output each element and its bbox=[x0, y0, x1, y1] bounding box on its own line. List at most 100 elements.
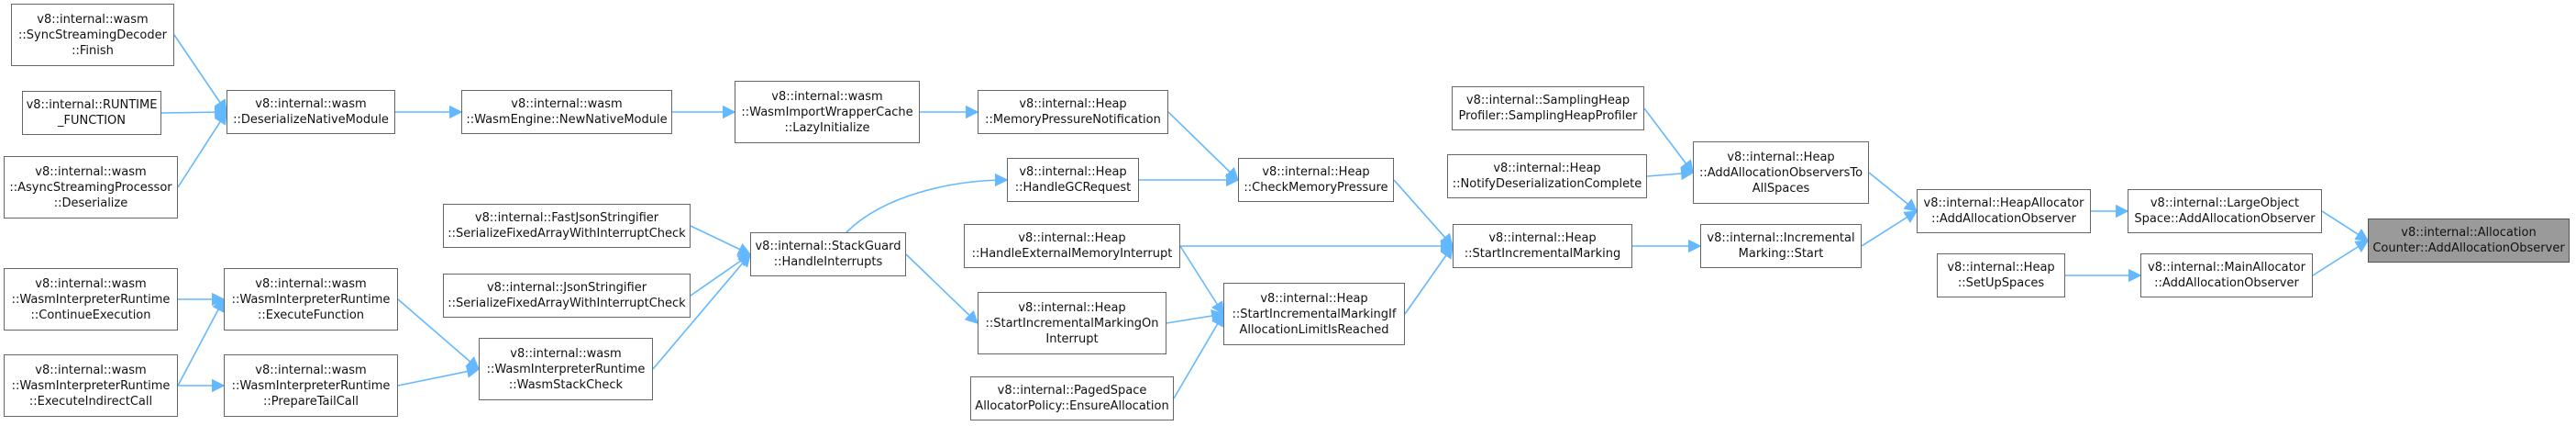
node-prepare-tail-call[interactable]: v8::internal::wasm::WasmInterpreterRunti… bbox=[224, 354, 398, 417]
node-label-line: ::SyncStreamingDecoder bbox=[18, 28, 167, 42]
node-label-line: v8::internal::Heap bbox=[1727, 150, 1835, 164]
node-label-line: v8::internal::wasm bbox=[255, 363, 367, 377]
edge-memory_pressure-to-check_memory bbox=[1167, 111, 1240, 182]
edge-sampling_profiler-to-add_observers_all bbox=[1643, 107, 1694, 174]
node-label-line: v8::internal::JsonStringifier bbox=[486, 281, 647, 295]
node-new-native-module[interactable]: v8::internal::wasm::WasmEngine::NewNativ… bbox=[461, 90, 672, 134]
node-json-stringifier[interactable]: v8::internal::JsonStringifier::Serialize… bbox=[443, 274, 691, 318]
node-runtime-function[interactable]: v8::internal::RUNTIME_FUNCTION bbox=[22, 91, 161, 135]
node-label-line: v8::internal::wasm bbox=[35, 363, 147, 377]
node-label-line: ::AddAllocationObserver bbox=[1931, 212, 2076, 226]
node-label-line: v8::internal::Allocation bbox=[2401, 226, 2537, 240]
edge-wasm_stack_check-to-stack_guard bbox=[652, 252, 751, 370]
node-label-line: ::Finish bbox=[72, 43, 114, 58]
node-continue-execution[interactable]: v8::internal::wasm::WasmInterpreterRunti… bbox=[4, 268, 178, 331]
edge-incr_marking_start-to-heap_allocator bbox=[1861, 210, 1918, 247]
node-label-line: v8::internal::RUNTIME bbox=[26, 98, 158, 112]
node-label-line: Interrupt bbox=[1045, 331, 1099, 346]
node-label-line: ::WasmEngine::NewNativeModule bbox=[466, 113, 668, 127]
node-label-line: v8::internal::wasm bbox=[255, 276, 367, 291]
edge-check_memory-to-start_incremental bbox=[1393, 179, 1454, 248]
node-label-line: v8::internal::SamplingHeap bbox=[1465, 94, 1631, 107]
node-label-line: v8::internal::Heap bbox=[1018, 300, 1126, 315]
edge-async_deserialize-to-deserialize_native bbox=[177, 110, 227, 188]
node-label-line: v8::internal::MainAllocator bbox=[2148, 261, 2305, 275]
node-lazy-initialize[interactable]: v8::internal::wasm::WasmImportWrapperCac… bbox=[735, 81, 920, 143]
node-label-line: ::LazyInitialize bbox=[784, 120, 870, 135]
node-notify-deserialization[interactable]: v8::internal::Heap::NotifyDeserializatio… bbox=[1447, 154, 1647, 198]
node-handle-gc[interactable]: v8::internal::Heap::HandleGCRequest bbox=[1007, 158, 1139, 202]
node-handle-external-memory[interactable]: v8::internal::Heap::HandleExternalMemory… bbox=[964, 224, 1180, 268]
edge-start_if_limit-to-start_incremental bbox=[1404, 244, 1454, 315]
node-label-line: v8::internal::wasm bbox=[511, 97, 623, 111]
edge-runtime_function-to-deserialize_native bbox=[160, 105, 228, 119]
node-label-line: v8::internal::Heap bbox=[1947, 261, 2055, 275]
node-main-allocator[interactable]: v8::internal::MainAllocator::AddAllocati… bbox=[2140, 253, 2313, 297]
edge-execute_function-to-wasm_stack_check bbox=[397, 298, 481, 370]
edge-large_object-to-allocation_counter bbox=[2321, 210, 2370, 241]
node-label-line: v8::internal::wasm bbox=[35, 164, 147, 179]
node-label-line: ::StartIncrementalMarkingOn bbox=[985, 316, 1159, 331]
edge-execute_indirect-to-execute_function bbox=[177, 297, 225, 387]
node-fast-json-stringifier[interactable]: v8::internal::FastJsonStringifier::Seria… bbox=[443, 204, 691, 248]
node-sync-finish[interactable]: v8::internal::wasm::SyncStreamingDecoder… bbox=[11, 4, 174, 66]
node-label-line: v8::internal::Heap bbox=[1262, 165, 1370, 179]
node-check-memory[interactable]: v8::internal::Heap::CheckMemoryPressure bbox=[1238, 158, 1394, 202]
node-start-incremental-marking[interactable]: v8::internal::Heap::StartIncrementalMark… bbox=[1453, 224, 1632, 268]
node-start-marking-on-interrupt[interactable]: v8::internal::Heap::StartIncrementalMark… bbox=[978, 292, 1166, 354]
node-memory-pressure[interactable]: v8::internal::Heap::MemoryPressureNotifi… bbox=[978, 90, 1168, 134]
node-label-line: AllSpaces bbox=[1752, 181, 1810, 196]
edge-prepare_tail-to-wasm_stack_check bbox=[397, 364, 481, 387]
node-stack-guard[interactable]: v8::internal::StackGuard::HandleInterrup… bbox=[750, 232, 906, 276]
node-label-line: _FUNCTION bbox=[57, 114, 127, 128]
node-deserialize-native[interactable]: v8::internal::wasm::DeserializeNativeMod… bbox=[227, 90, 395, 134]
node-label-line: ::ContinueExecution bbox=[30, 308, 151, 322]
edge-sync_finish-to-deserialize_native bbox=[173, 34, 227, 114]
node-setup-spaces[interactable]: v8::internal::Heap::SetUpSpaces bbox=[1937, 253, 2065, 297]
edge-paged_space-to-start_if_limit bbox=[1173, 312, 1224, 399]
node-label-line: ::StartIncrementalMarking bbox=[1464, 247, 1621, 261]
edge-fast_json-to-stack_guard bbox=[690, 225, 752, 255]
edge-notify_deser-to-add_observers_all bbox=[1646, 166, 1695, 181]
node-label-line: AllocationLimitIsReached bbox=[1239, 322, 1389, 337]
node-label-line: ::HandleGCRequest bbox=[1014, 181, 1132, 195]
node-wasm-stack-check[interactable]: v8::internal::wasm::WasmInterpreterRunti… bbox=[479, 338, 653, 400]
node-execute-function[interactable]: v8::internal::wasm::WasmInterpreterRunti… bbox=[224, 268, 398, 331]
node-add-observers-all-spaces[interactable]: v8::internal::Heap::AddAllocationObserve… bbox=[1693, 141, 1869, 204]
node-label-line: v8::internal::StackGuard bbox=[755, 240, 901, 253]
node-label-line: ::WasmInterpreterRuntime bbox=[231, 378, 391, 393]
node-heap-allocator[interactable]: v8::internal::HeapAllocator::AddAllocati… bbox=[1917, 189, 2091, 233]
node-label-line: ::WasmInterpreterRuntime bbox=[486, 362, 646, 376]
node-label-line: v8::internal::wasm bbox=[771, 89, 883, 104]
node-label-line: ::AsyncStreamingProcessor bbox=[9, 180, 172, 195]
node-label-line: ::SerializeFixedArrayWithInterruptCheck bbox=[448, 227, 686, 241]
node-label-line: ::CheckMemoryPressure bbox=[1244, 181, 1388, 195]
node-label-line: ::HandleExternalMemoryInterrupt bbox=[971, 247, 1173, 261]
node-label-line: v8::internal::Heap bbox=[1018, 231, 1126, 245]
node-label-line: v8::internal::wasm bbox=[37, 12, 149, 27]
edge-add_observers_all-to-heap_allocator bbox=[1868, 172, 1918, 212]
node-label-line: ::SerializeFixedArrayWithInterruptCheck bbox=[448, 297, 686, 310]
node-start-marking-if-limit[interactable]: v8::internal::Heap::StartIncrementalMark… bbox=[1223, 283, 1405, 345]
node-label-line: v8::internal::HeapAllocator bbox=[1923, 196, 2084, 210]
node-label-line: v8::internal::Heap bbox=[1488, 231, 1597, 245]
node-label-line: ::WasmStackCheck bbox=[508, 377, 624, 392]
node-label-line: v8::internal::FastJsonStringifier bbox=[474, 211, 659, 225]
node-label-line: v8::internal::Incremental bbox=[1707, 231, 1855, 245]
node-label-line: ::SetUpSpaces bbox=[1957, 276, 2045, 290]
node-label-line: ::WasmInterpreterRuntime bbox=[231, 292, 391, 307]
node-label-line: ::StartIncrementalMarkingIf bbox=[1232, 307, 1397, 321]
node-label-line: v8::internal::LargeObject bbox=[2150, 196, 2300, 210]
node-async-deserialize[interactable]: v8::internal::wasm::AsyncStreamingProces… bbox=[4, 156, 178, 219]
node-execute-indirect-call[interactable]: v8::internal::wasm::WasmInterpreterRunti… bbox=[4, 354, 178, 417]
node-label-line: ::ExecuteFunction bbox=[257, 308, 365, 322]
edge-main_allocator-to-allocation_counter bbox=[2312, 240, 2370, 276]
node-label-line: Profiler::SamplingHeapProfiler bbox=[1458, 109, 1638, 123]
edge-stack_guard-to-start_on_interrupt bbox=[905, 253, 979, 324]
